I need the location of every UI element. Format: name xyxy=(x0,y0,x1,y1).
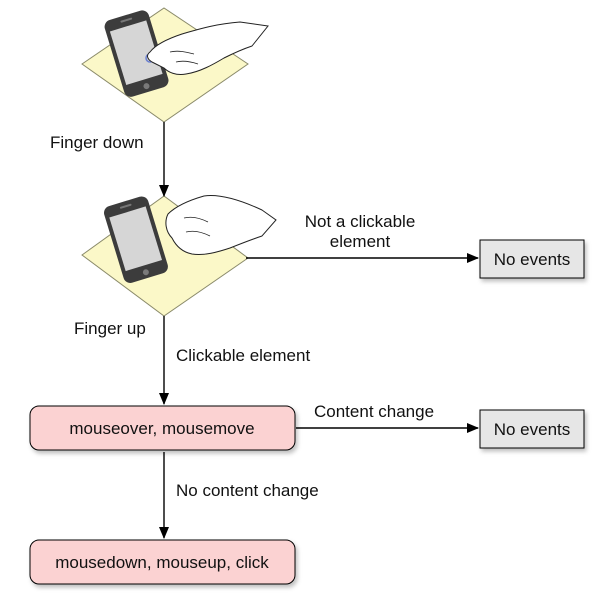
mousedown-event-label: mousedown, mouseup, click xyxy=(55,553,269,572)
label-finger-down: Finger down xyxy=(50,133,144,152)
no-events-box-1: No events xyxy=(479,239,585,279)
no-events-box-1-label: No events xyxy=(494,250,571,269)
phone-icon xyxy=(104,196,168,283)
label-clickable: Clickable element xyxy=(176,346,310,365)
label-no-content-change: No content change xyxy=(176,481,319,500)
hand-icon xyxy=(165,195,277,255)
mouseover-event-box: mouseover, mousemove xyxy=(29,405,296,451)
label-not-clickable-line2: element xyxy=(330,232,391,251)
mousedown-event-box: mousedown, mouseup, click xyxy=(29,539,296,585)
label-finger-up: Finger up xyxy=(74,319,146,338)
mouseover-event-label: mouseover, mousemove xyxy=(69,419,254,438)
phone-icon xyxy=(104,10,169,97)
no-events-box-2: No events xyxy=(479,409,585,449)
phone-tap-illustration xyxy=(81,7,269,123)
label-content-change: Content change xyxy=(314,402,434,421)
phone-release-illustration xyxy=(81,195,277,317)
no-events-box-2-label: No events xyxy=(494,420,571,439)
label-not-clickable-line1: Not a clickable xyxy=(305,212,416,231)
